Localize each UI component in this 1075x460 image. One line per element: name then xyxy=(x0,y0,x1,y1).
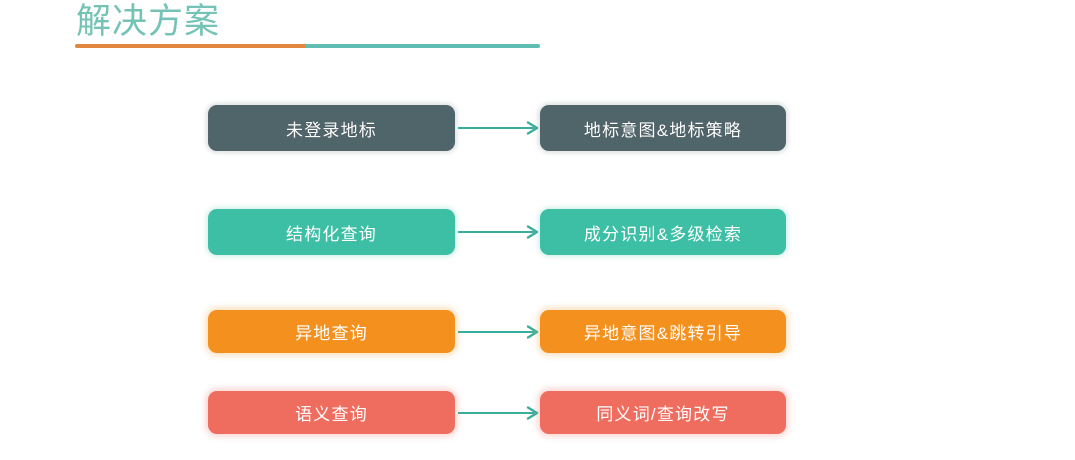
arrow-right-icon xyxy=(458,121,544,135)
flow-row-semantic-query: 语义查询 同义词/查询改写 xyxy=(208,391,788,434)
title-rule-teal-segment xyxy=(305,44,540,48)
flow-node-source[interactable]: 语义查询 xyxy=(208,391,455,434)
flow-node-target[interactable]: 异地意图&跳转引导 xyxy=(540,310,786,353)
flow-node-source[interactable]: 异地查询 xyxy=(208,310,455,353)
flow-node-target[interactable]: 地标意图&地标策略 xyxy=(540,105,786,151)
arrow-right-icon xyxy=(458,225,544,239)
arrow-right-icon xyxy=(458,405,544,420)
flow-row-remote-query: 异地查询 异地意图&跳转引导 xyxy=(208,310,788,353)
flow-node-source[interactable]: 结构化查询 xyxy=(208,209,455,255)
slide-header: 解决方案 xyxy=(0,0,1075,55)
arrow-right-icon xyxy=(458,324,544,339)
flow-node-target[interactable]: 成分识别&多级检索 xyxy=(540,209,786,255)
flow-node-target[interactable]: 同义词/查询改写 xyxy=(540,391,786,434)
flow-row-unlogged-landmark: 未登录地标 地标意图&地标策略 xyxy=(208,105,788,151)
flow-row-structured-query: 结构化查询 成分识别&多级检索 xyxy=(208,209,788,255)
flow-node-source[interactable]: 未登录地标 xyxy=(208,105,455,151)
title-rule-orange-segment xyxy=(75,44,305,48)
title-underline-rule xyxy=(75,44,540,48)
page-title: 解决方案 xyxy=(76,2,221,41)
